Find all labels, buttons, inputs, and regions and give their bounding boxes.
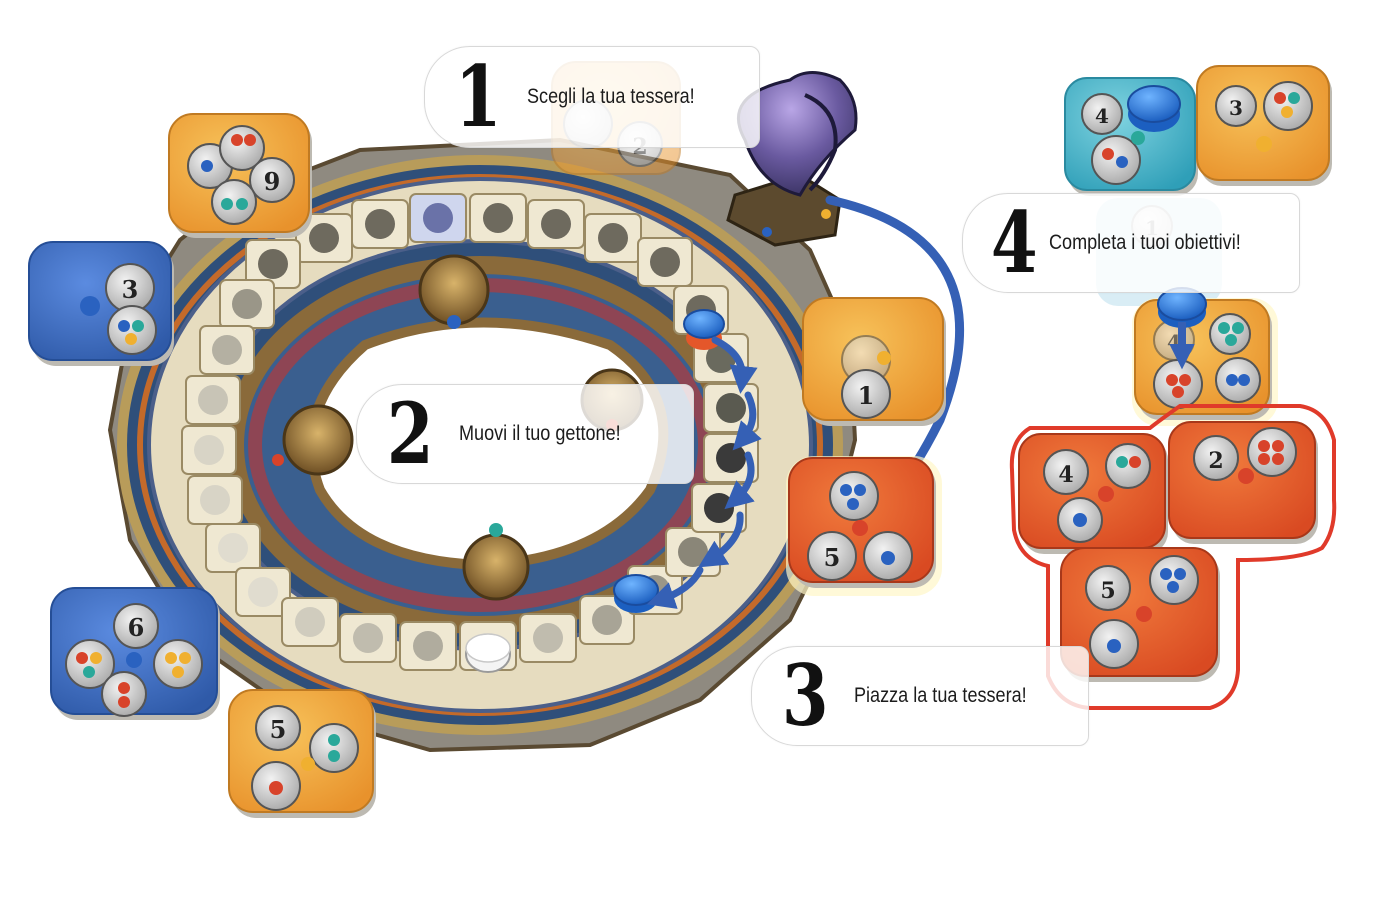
step-1-callout: 1 Scegli la tua tessera! — [424, 46, 760, 148]
player-area: 4 3 1 4 — [1009, 65, 1337, 710]
tile-number: 1 — [858, 381, 875, 410]
tile-number: 2 — [1208, 448, 1223, 474]
tile-number: 4 — [1095, 104, 1109, 128]
step-2-text: Muovi il tuo gettone! — [459, 422, 622, 445]
step-1-text: Scegli la tua tessera! — [527, 85, 696, 108]
step-4-callout: 4 Completa i tuoi obiettivi! — [962, 193, 1300, 293]
step-4-text: Completa i tuoi obiettivi! — [1049, 231, 1242, 254]
tile-number: 6 — [128, 613, 145, 642]
tile-number: 9 — [264, 167, 281, 196]
step-3-callout: 3 Piazza la tua tessera! — [751, 646, 1089, 746]
tile-number: 3 — [122, 275, 139, 304]
tile-number: 3 — [1229, 96, 1243, 120]
token-move-arrows — [646, 336, 762, 609]
tile-number: 4 — [1058, 462, 1073, 488]
step-4-number: 4 — [990, 193, 1038, 292]
objective-highlight — [1009, 404, 1337, 710]
step-3-number: 3 — [781, 646, 829, 745]
tile-number: 5 — [824, 543, 841, 572]
tiles-around-board: 9 3 6 — [28, 61, 946, 818]
tile-number: 5 — [1100, 578, 1115, 604]
blue-token-end — [613, 574, 659, 613]
blue-token-start — [683, 309, 725, 350]
placed-tile: 5 — [786, 456, 942, 596]
step-1-number: 1 — [454, 47, 502, 146]
step-3-text: Piazza la tua tessera! — [854, 684, 1028, 707]
step-2-callout: 2 Muovi il tuo gettone! — [356, 384, 694, 484]
step-2-number: 2 — [386, 384, 434, 483]
tile-number: 5 — [270, 715, 287, 744]
